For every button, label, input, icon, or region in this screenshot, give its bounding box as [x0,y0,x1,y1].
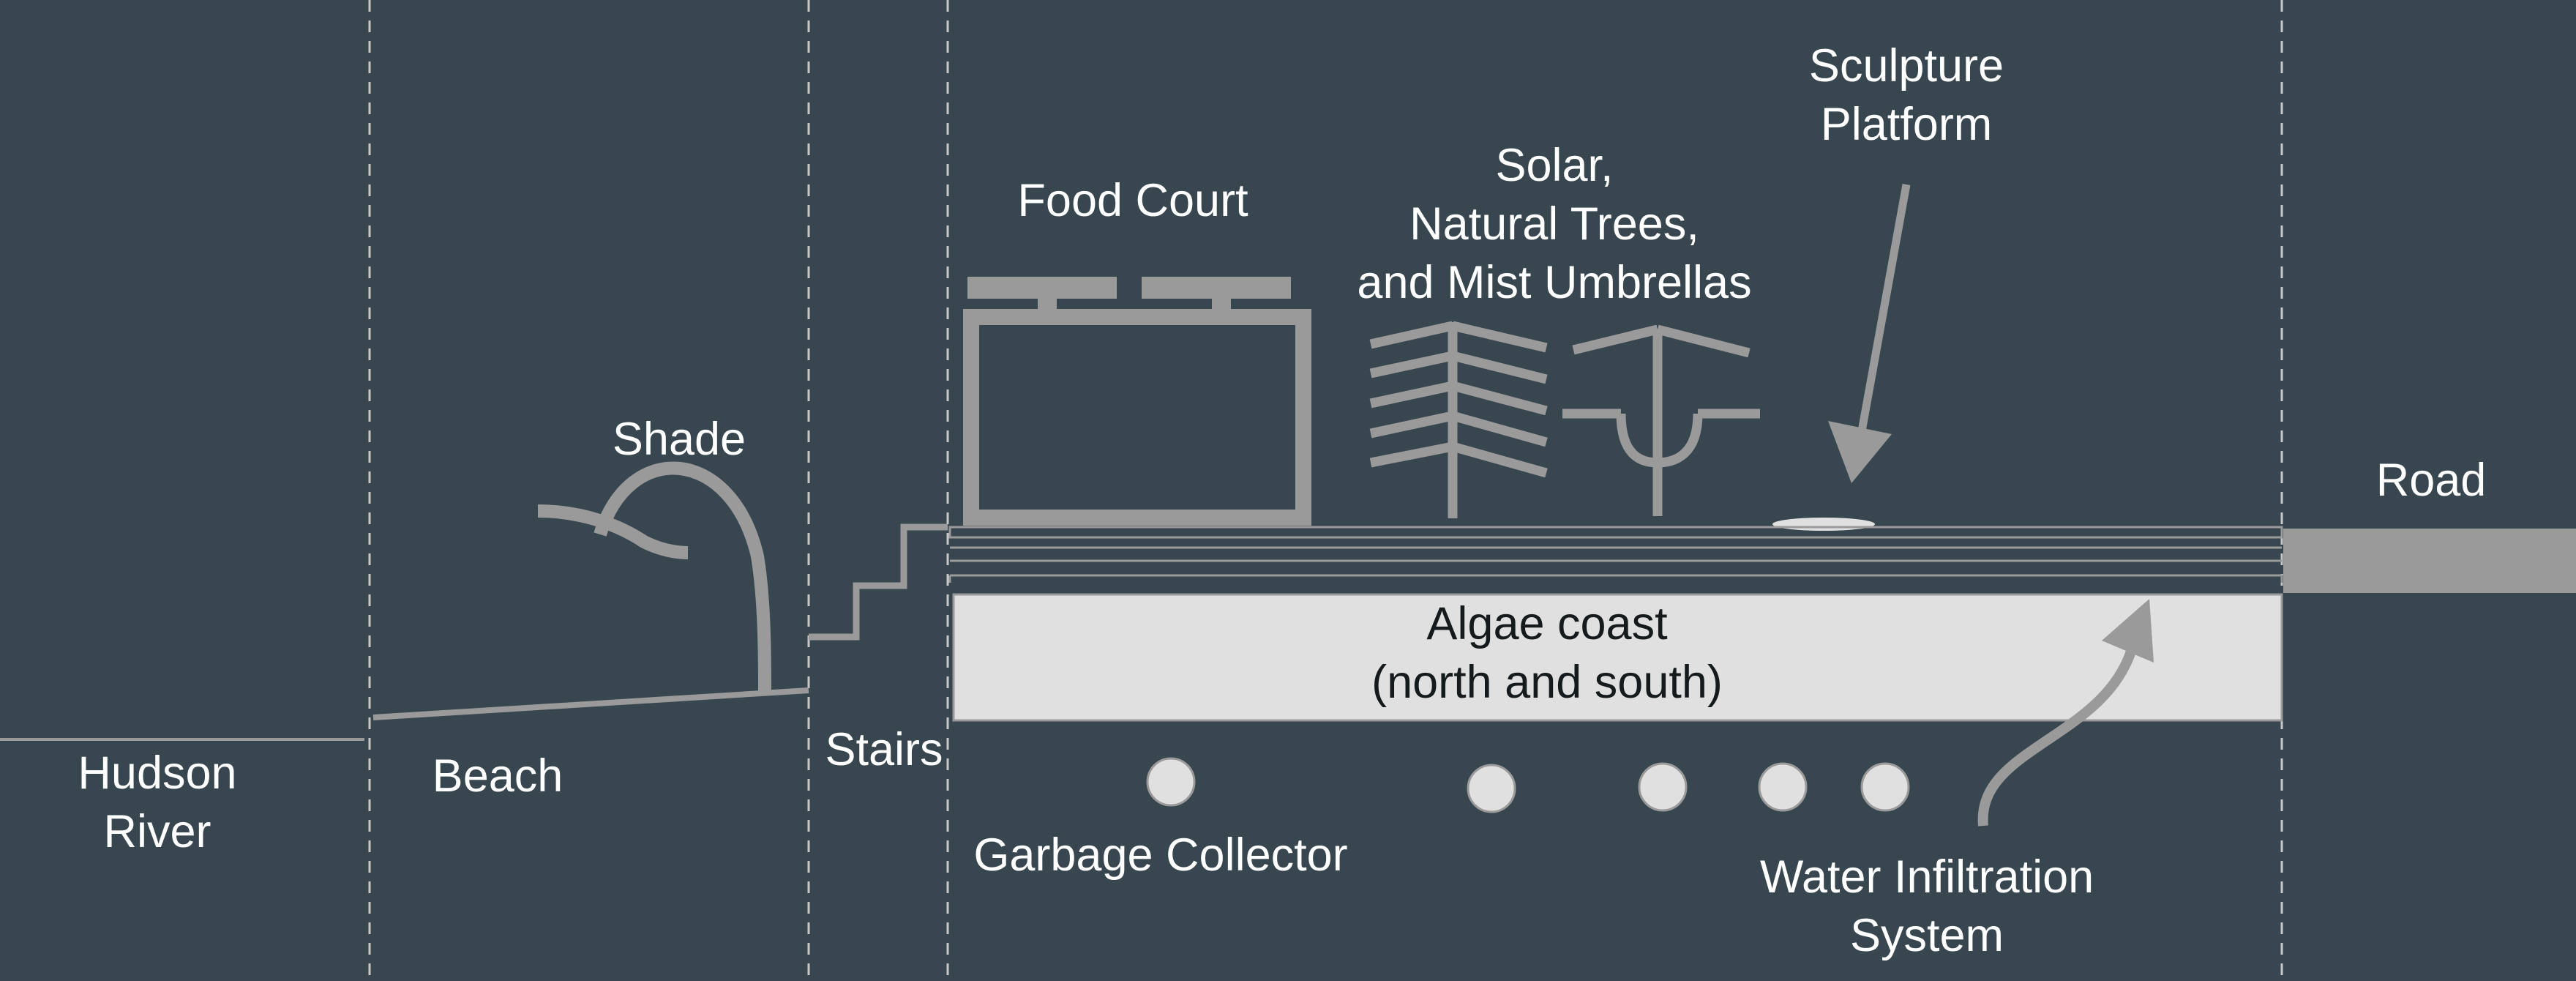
label-beach: Beach [432,750,564,802]
garbage-collector-dot [1860,762,1910,812]
garbage-collector-dot [1146,757,1196,807]
sculpture-arrow [1828,184,1911,483]
algae-coast-block [952,593,2283,722]
label-hudson-river: Hudson River [78,747,237,857]
label-stairs: Stairs [825,724,943,775]
road-surface [2283,529,2576,593]
mist-umbrella-icon [1562,324,1760,516]
stairs-profile [809,523,948,641]
label-road: Road [2375,455,2487,506]
garbage-collector-dot [1467,764,1516,813]
label-food-court: Food Court [1017,175,1248,226]
park-deck-layers [948,526,2283,583]
sculpture-platform [1772,518,1875,531]
label-garbage-collector: Garbage Collector [973,829,1348,881]
label-solar-trees-umbrellas: Solar, Natural Trees, and Mist Umbrellas [1357,140,1752,308]
garbage-collector-dot [1638,762,1688,812]
label-algae-coast: Algae coast (north and south) [1371,598,1723,708]
garbage-collector-dot [1758,762,1808,812]
food-court-structure [963,277,1311,526]
water-infiltration-arrow [1977,599,2154,827]
label-water-infiltration: Water Infiltration System [1759,851,2094,961]
label-shade: Shade [612,414,746,465]
beach-slope [372,687,809,720]
shade-structure [537,461,771,693]
garbage-collector-dots [1146,757,1910,813]
label-sculpture-platform: Sculpture Platform [1808,40,2004,150]
natural-tree-icon [1369,321,1548,518]
